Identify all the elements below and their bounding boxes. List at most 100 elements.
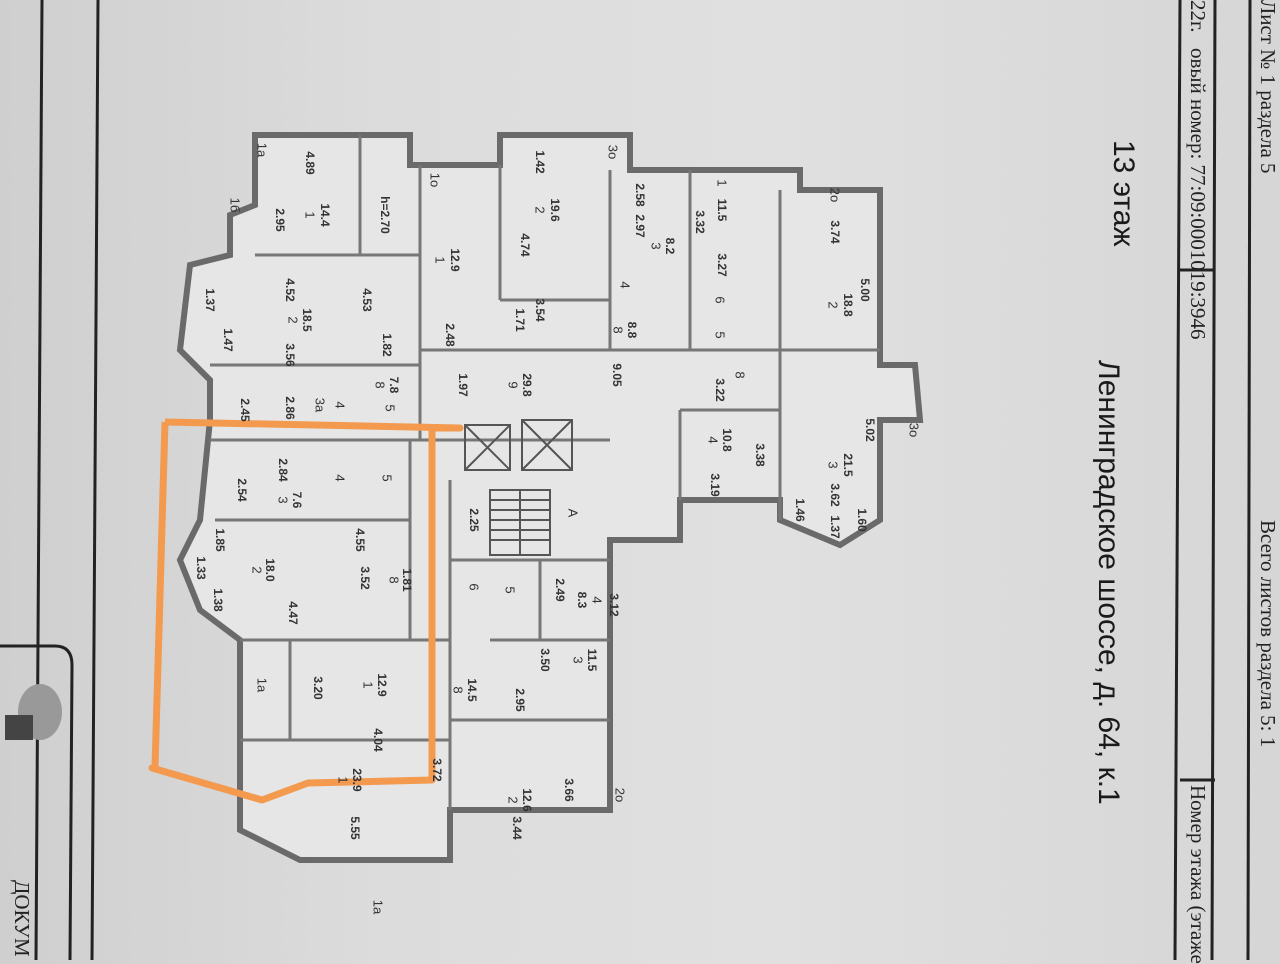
plan-label: 11.5 [585, 648, 599, 672]
plan-label: 19.6 [548, 198, 562, 222]
interior-walls [210, 135, 880, 810]
plan-label: 4.04 [371, 728, 385, 752]
plan-label: 1.97 [456, 373, 470, 397]
plan-label: 23.9 [350, 768, 364, 792]
plan-label: 3 [570, 656, 586, 664]
plan-label: 3.22 [713, 378, 727, 402]
plan-label: 3.54 [533, 298, 547, 322]
plan-label: 8.8 [625, 321, 639, 339]
plan-label: 1а [254, 142, 270, 158]
plan-label: 10.8 [720, 428, 734, 452]
floor-title: 13 этаж [1107, 140, 1140, 247]
plan-label: 29.8 [520, 373, 534, 397]
plan-label: 18.8 [841, 293, 855, 317]
plan-label: 8 [372, 381, 388, 389]
plan-label: 12.6 [520, 788, 534, 812]
plan-label: 3.62 [828, 483, 842, 507]
plan-label: 3.44 [510, 816, 524, 840]
plan-label: 9 [505, 381, 521, 389]
plan-label: 3.50 [538, 648, 552, 672]
plan-label: h=2.70 [378, 196, 392, 234]
plan-label: 1 [302, 211, 318, 219]
date-fragment: 22г. [1186, 0, 1210, 33]
plan-label: 1.85 [213, 528, 227, 552]
plan-label: 1.46 [793, 498, 807, 522]
cadastral-number: овый номер: 77:09:0001019:3946 [1186, 48, 1210, 340]
plan-label: 3 [648, 242, 664, 250]
plan-label: 1б [227, 197, 243, 213]
plan-label: 4.89 [303, 151, 317, 175]
elevators-and-stairs [464, 419, 573, 556]
plan-label: 3.20 [311, 676, 325, 700]
plan-label: 12.9 [375, 673, 389, 697]
plan-label: 3.56 [283, 343, 297, 367]
plan-label: 1 [432, 256, 448, 264]
plan-label: 5 [382, 404, 398, 412]
plan-label: 2.45 [238, 398, 252, 422]
plan-label: 3.52 [358, 566, 372, 590]
plan-label: 2.84 [276, 458, 290, 482]
plan-label: 2.58 [633, 183, 647, 207]
plan-label: 3.27 [715, 253, 729, 277]
plan-label: 1.82 [380, 333, 394, 357]
plan-label: 2.49 [553, 578, 567, 602]
plan-label: 8 [732, 371, 748, 379]
plan-label: 1.71 [513, 308, 527, 332]
plan-label: 18.0 [263, 558, 277, 582]
plan-label: 2.97 [633, 214, 647, 238]
plan-label: 1 [714, 179, 730, 187]
plan-label: 3.19 [708, 473, 722, 497]
plan-label: 4 [332, 401, 348, 409]
plan-label: 14.4 [318, 203, 332, 227]
plan-label: 3 [825, 461, 841, 469]
frame-lines [0, 0, 1252, 960]
plan-label: 6 [712, 296, 728, 304]
plan-label: 7.6 [290, 491, 304, 509]
plan-label: 3.32 [693, 210, 707, 234]
plan-label: 8.3 [575, 591, 589, 609]
plan-label: 1.37 [828, 515, 842, 539]
plan-label: 2 [532, 206, 548, 214]
plan-label: 3.66 [562, 778, 576, 802]
plan-label: 4 [332, 474, 348, 482]
plan-label: 5.00 [858, 278, 872, 302]
plan-label: 9.05 [610, 363, 624, 387]
plan-label: 3.72 [430, 758, 444, 782]
plan-label: 3о [906, 422, 922, 438]
plan-label: 8.2 [663, 237, 677, 255]
plan-label: 2о [827, 187, 843, 203]
plan-label: 11.5 [715, 198, 729, 222]
plan-label: 4.74 [518, 233, 532, 257]
plan-label: 5 [502, 586, 518, 594]
plan-label: 1.42 [533, 150, 547, 174]
plan-label: 5.02 [863, 418, 877, 442]
plan-label: 2.54 [235, 478, 249, 502]
plan-label: 1а [370, 899, 386, 915]
sheet-label: Лист № 1 раздела 5 [1256, 0, 1280, 174]
plan-label: 3.38 [753, 443, 767, 467]
plan-label: 3 [275, 496, 291, 504]
plan-label: 1 [335, 776, 351, 784]
plan-label: 1.37 [203, 288, 217, 312]
total-sheets-label: Всего листов раздела 5: 1 [1256, 520, 1280, 748]
plan-label: 4 [589, 596, 605, 604]
plan-label: 1 [360, 681, 376, 689]
plan-label: 7.8 [387, 376, 401, 394]
plan-label: 4.55 [353, 528, 367, 552]
plan-label: 5 [712, 331, 728, 339]
plan-label: 2 [285, 316, 301, 324]
plan-label: 4.53 [360, 288, 374, 312]
plan-label: 4 [617, 281, 633, 289]
floor-number-label: Номер этажа (этаже [1186, 785, 1210, 964]
plan-label: 1.47 [221, 328, 235, 352]
plan-label: 1.38 [211, 588, 225, 612]
plan-label: 2.95 [513, 688, 527, 712]
plan-label: 6 [466, 583, 482, 591]
plan-label: 1а [254, 677, 270, 693]
plan-label: 2о [612, 787, 628, 803]
plan-label: 5.55 [348, 816, 362, 840]
plan-label: 2.86 [283, 396, 297, 420]
plan-label: 21.5 [841, 453, 855, 477]
coat-of-arms-emblem [5, 684, 62, 740]
